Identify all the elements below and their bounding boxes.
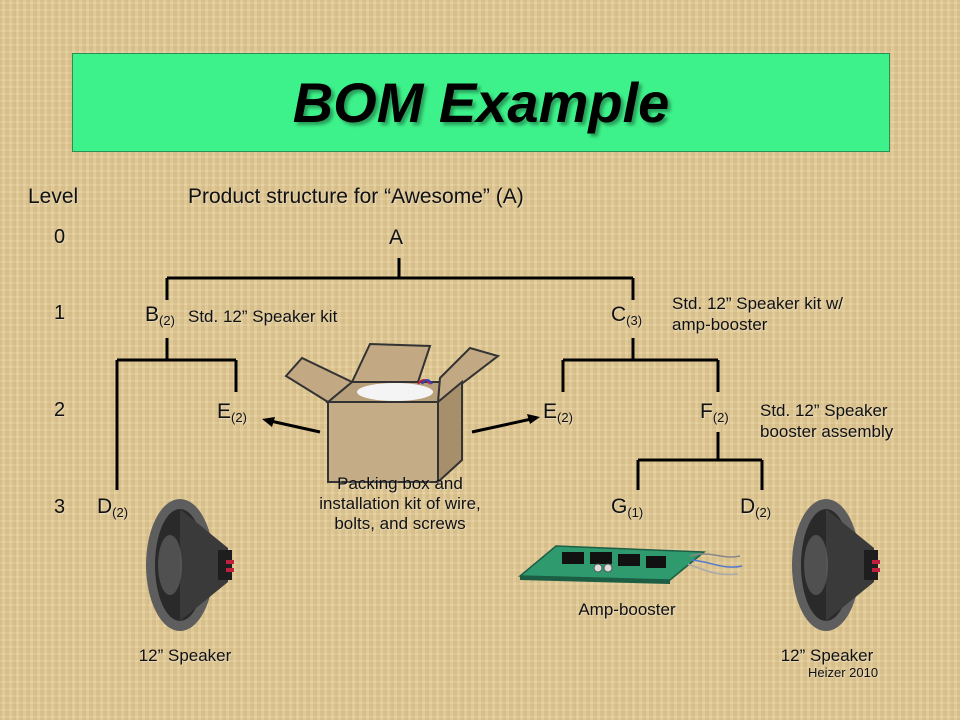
packing-box-caption: Packing box and installation kit of wire… (319, 474, 481, 533)
amp-booster-icon (517, 545, 743, 584)
arrow-box-to-e-left (265, 418, 321, 434)
node-b: B(2) (145, 303, 175, 328)
amp-booster-caption: Amp-booster (578, 600, 676, 619)
level-header: Level (28, 185, 79, 208)
level-2: 2 (54, 399, 66, 421)
connector-b (115, 338, 238, 490)
title-banner: BOM Example (72, 53, 890, 152)
speaker-left-icon (146, 499, 234, 631)
node-e-left: E(2) (217, 400, 247, 425)
credit-text: Heizer 2010 (808, 665, 879, 680)
connector-a (165, 258, 635, 300)
node-d-right: D(2) (740, 495, 772, 520)
speaker-right-caption: 12” Speaker (780, 646, 874, 665)
product-structure-header: Product structure for “Awesome” (A) (188, 185, 524, 208)
packing-box-icon (284, 342, 501, 485)
connector-f (636, 432, 764, 490)
node-e-right: E(2) (543, 400, 573, 425)
connector-c (561, 338, 720, 392)
node-a: A (389, 226, 404, 249)
arrow-box-to-e-right (471, 416, 537, 434)
level-3: 3 (54, 496, 66, 518)
speaker-left-caption: 12” Speaker (138, 646, 232, 665)
node-b-description: Std. 12” Speaker kit (188, 307, 338, 326)
speaker-right-icon (792, 499, 880, 631)
node-f-description: Std. 12” Speaker booster assembly (760, 401, 894, 441)
node-c-description: Std. 12” Speaker kit w/ amp-booster (672, 294, 844, 334)
slide-title: BOM Example (292, 71, 670, 134)
node-g: G(1) (611, 495, 644, 520)
node-d-left: D(2) (97, 495, 129, 520)
node-f: F(2) (700, 400, 729, 425)
level-0: 0 (54, 226, 66, 248)
level-1: 1 (54, 302, 66, 324)
node-c: C(3) (611, 303, 643, 328)
